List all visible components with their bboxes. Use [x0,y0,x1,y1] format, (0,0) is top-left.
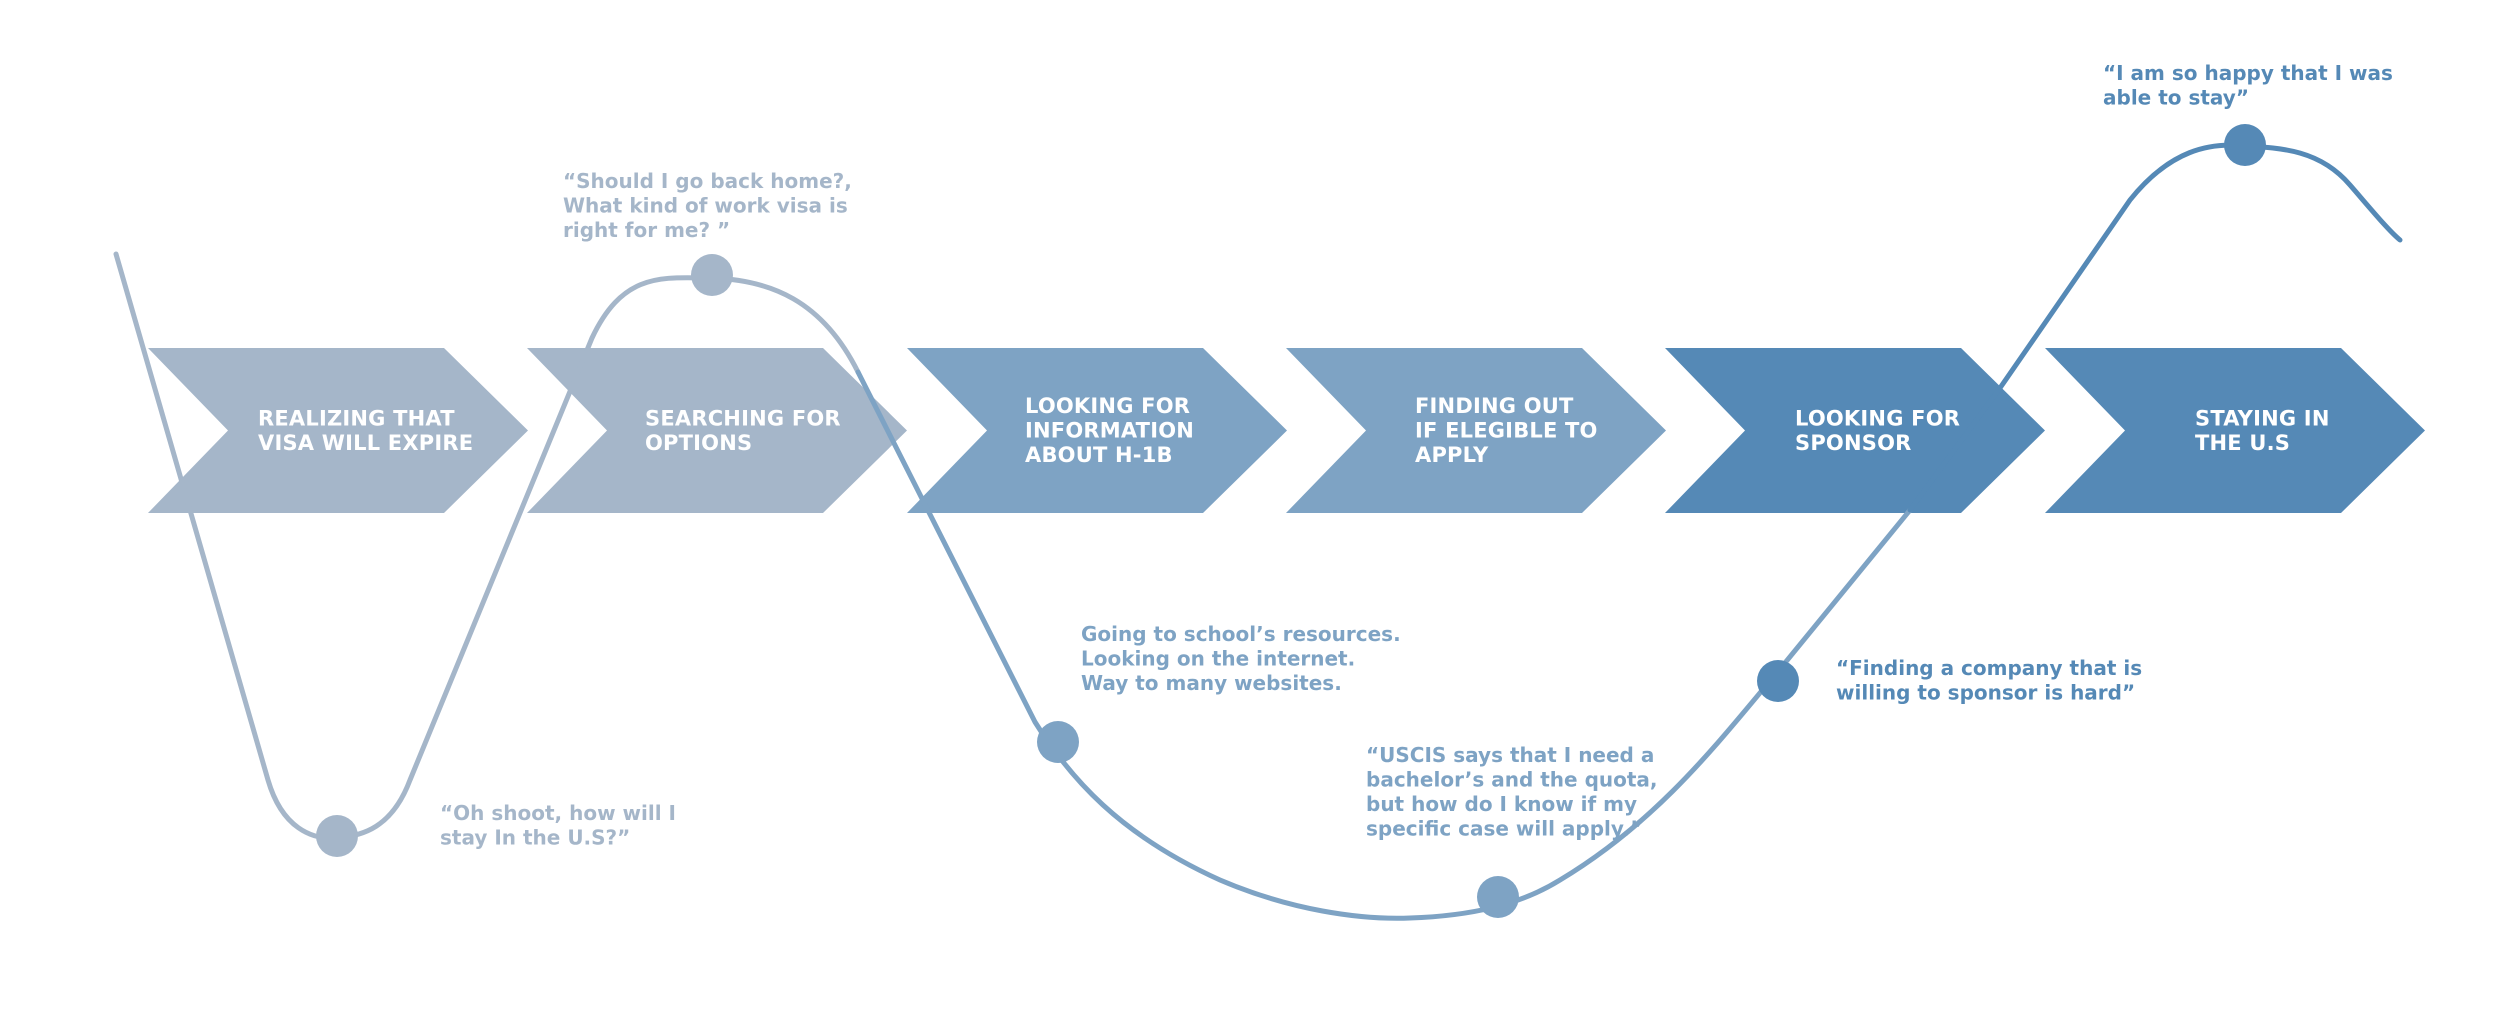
stage-shape [148,348,528,513]
stage-label-line: INFORMATION [1025,419,1194,443]
stage-label-line: APPLY [1415,443,1489,467]
moment-quote-line: Looking on the internet. [1081,647,1355,671]
moment-quote-line: Going to school’s resources. [1081,622,1401,646]
emotion-curve [113,142,2403,921]
moment-quote-line: bachelor’s and the quota, [1366,768,1658,792]
moment-marker [1477,876,1519,918]
moment-quote-line: “USCIS says that I need a [1366,743,1654,767]
moment-quote-line: “Finding a company that is [1836,656,2142,680]
moment-marker [691,254,733,296]
moment-quote-line: Way to many websites. [1081,671,1342,695]
moment-quote-line: right for me? ” [563,218,730,242]
stage-label-line: OPTIONS [645,431,752,455]
stage-label-line: REALIZING THAT [258,406,455,430]
stage-label-line: LOOKING FOR [1795,406,1960,430]
stage-shape [907,348,1287,513]
moment-quote-line: able to stay” [2103,86,2249,110]
moment-marker [1757,660,1799,702]
stage-label-line: THE U.S [2195,431,2290,455]
emotion-curve-segment [113,251,861,841]
stage-shape [1286,348,1666,513]
moment-quote-line: stay In the U.S?” [440,826,630,850]
stage-label-line: VISA WILL EXPIRE [258,431,473,455]
moment-quote-line: willing to sponsor is hard” [1836,681,2135,705]
stage-label-line: LOOKING FOR [1025,394,1190,418]
moment-quote: “Should I go back home?,What kind of wor… [563,169,852,242]
moment-marker [2224,124,2266,166]
stage-label-line: ABOUT H-1B [1025,443,1173,467]
moment-marker [1037,721,1079,763]
stage-label-line: FINDING OUT [1415,394,1574,418]
stage-shape [2045,348,2425,513]
stage-shape [1665,348,2045,513]
moment-quote-line: “Oh shoot, how will I [440,801,676,825]
moment-quote: Going to school’s resources.Looking on t… [1081,622,1401,695]
moment-markers [316,124,2266,918]
emotion-curve-segment [1907,142,2403,513]
stage-label-line: IF ELEGIBLE TO [1415,419,1598,443]
moment-quote-line: “I am so happy that I was [2103,61,2393,85]
emotion-curve-segment [855,369,1913,921]
stage-label-line: STAYING IN [2195,406,2330,430]
moment-quote-line: but how do I know if my [1366,792,1637,816]
stage-label-line: SEARCHING FOR [645,406,841,430]
moment-quote-line: specific case will apply.” [1366,817,1643,841]
moment-quote-line: “Should I go back home?, [563,169,852,193]
stage-label-line: SPONSOR [1795,431,1912,455]
moment-quote-line: What kind of work visa is [563,194,848,218]
stage-shape [527,348,907,513]
moment-marker [316,815,358,857]
